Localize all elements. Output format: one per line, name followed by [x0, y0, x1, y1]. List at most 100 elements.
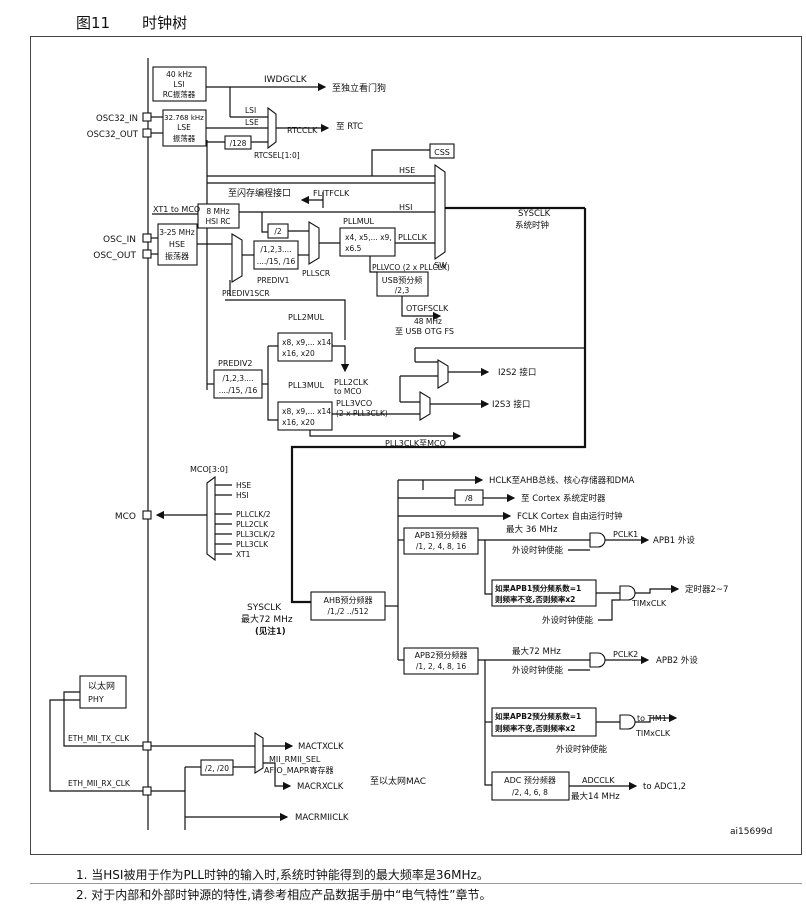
iwdgclk-label: IWDGCLK — [264, 75, 308, 85]
i2s3-dest: I2S3 接口 — [492, 399, 530, 410]
hsi-freq: 8 MHz — [206, 207, 229, 216]
osc-out-label: OSC_OUT — [93, 251, 136, 261]
macrx-line — [263, 762, 292, 791]
eth-sel-reg: AFIO_MAPR寄存器 — [264, 765, 334, 775]
mco-mux — [206, 475, 216, 562]
pll3mul-box — [277, 401, 333, 431]
apb1-enable: 外设时钟使能 — [512, 545, 564, 556]
macrmii-label: MACRMIICLK — [295, 813, 349, 823]
apb2-vals: /1, 2, 4, 8, 16 — [416, 662, 466, 671]
eth-sel: MII_RMII_SEL — [269, 755, 321, 764]
hse-type: 振荡器 — [165, 251, 189, 261]
rtcmux-lsi: LSI — [245, 106, 256, 115]
tim-note1-2: 则频率不变,否则频率x2 — [495, 594, 575, 604]
prediv2-vals-2: ..../15, /16 — [219, 386, 258, 395]
mco-input-label: PLL3CLK — [236, 540, 269, 549]
osc-out-pin — [142, 249, 152, 259]
osc32-out-pin — [142, 128, 152, 138]
figure-number: 图11 — [76, 14, 111, 32]
mco-input-label: PLLCLK/2 — [236, 510, 271, 519]
pll2clk-out — [332, 345, 350, 373]
pll2mul-vals-1: x8, x9,... x14, — [282, 338, 333, 347]
osc-in-label: OSC_IN — [103, 235, 136, 245]
tim-note1-box — [491, 579, 597, 607]
sw-hse: HSE — [399, 166, 415, 175]
prediv1-vals-2: ..../15, /16 — [257, 257, 296, 266]
eth-div-label: /2, /20 — [205, 764, 229, 773]
adc-prescaler — [491, 771, 570, 801]
flitfclk-label: FLITFCLK — [313, 189, 350, 198]
pll2mul-vals-2: x16, x20 — [282, 349, 315, 358]
lse-freq: 32.768 kHz — [164, 114, 204, 122]
flash-dest: 至闪存编程接口 — [228, 187, 291, 199]
i2s2-mux — [437, 359, 449, 389]
eth-phy-label: 以太网 — [88, 680, 115, 692]
fclk-dest: FCLK Cortex 自由运行时钟 — [517, 511, 623, 522]
rx-branch — [151, 790, 186, 830]
lse-label: LSE — [177, 123, 191, 132]
pll3mul-label: PLL3MUL — [288, 381, 325, 390]
usb-prescaler — [376, 271, 429, 297]
timxclk2-line — [635, 713, 678, 723]
systick-dest: 至 Cortex 系统定时器 — [521, 493, 606, 504]
tim-note2-2: 则频率不变,否则频率x2 — [495, 723, 575, 733]
tim-note1-feed — [484, 540, 492, 595]
note-divider — [30, 883, 802, 884]
osc32-in-label: OSC32_IN — [96, 114, 138, 124]
osc32-in-pin — [142, 112, 152, 122]
adc-label: ADC 预分频器 — [504, 775, 556, 785]
mco-label: MCO — [115, 512, 136, 522]
sw-hsi: HSI — [399, 203, 412, 212]
note-1: 1. 当HSI被用于作为PLL时钟的输入时,系统时钟能得到的最大频率是36MHz… — [76, 868, 489, 882]
rtc-dest: 至 RTC — [336, 122, 363, 132]
prediv2-box — [213, 369, 263, 399]
pll2clk-to-mco: to MCO — [334, 387, 362, 396]
pll3mul-vals-1: x8, x9,... x14, — [282, 407, 333, 416]
eth-rx-pin — [142, 786, 152, 796]
mco-input-label: HSI — [236, 491, 249, 500]
en2-wire — [598, 599, 620, 621]
xt1-label: XT1 to MCO — [153, 205, 200, 214]
ahb-vals: /1,/2 ../512 — [328, 607, 369, 616]
macrx-label: MACRXCLK — [297, 782, 344, 792]
pllmul-vals-1: x4, x5,... x9, — [345, 233, 392, 242]
eth-tx-wire — [63, 691, 143, 747]
adc-max: 最大14 MHz — [571, 791, 620, 802]
mco-input-label: HSE — [236, 481, 251, 490]
adc-vals: /2, 4, 6, 8 — [512, 788, 548, 797]
sysclk-cn: 系统时钟 — [515, 220, 549, 231]
eth-tx-pin — [142, 741, 152, 751]
apb2-branch — [484, 660, 492, 786]
apb1-vals: /1, 2, 4, 8, 16 — [416, 542, 466, 551]
div128-label: /128 — [230, 139, 247, 148]
pllmul-vals-2: x6.5 — [345, 244, 362, 253]
mco-input-label: XT1 — [236, 550, 251, 559]
prediv1scr-mux — [231, 233, 243, 283]
apb2-max: 最大72 MHz — [512, 646, 561, 657]
pclk1-label: PCLK1 — [613, 530, 638, 539]
i2s3-mux — [419, 391, 431, 421]
apb2-enable: 外设时钟使能 — [512, 665, 564, 676]
sw-mux — [434, 163, 446, 261]
bus-sysclk-max: 最大72 MHz — [241, 613, 293, 625]
lse-oscillator — [162, 109, 207, 147]
pllclk-label: PLLCLK — [398, 233, 428, 242]
osc-in-pin — [142, 233, 152, 243]
apb1-prescaler — [403, 527, 479, 555]
pclk2-gate — [589, 652, 606, 668]
usb-freq: 48 MHz — [414, 317, 442, 326]
usb-dest: 至 USB OTG FS — [395, 327, 454, 336]
ahb-prescaler — [310, 591, 386, 621]
pll2mul-label: PLL2MUL — [288, 313, 325, 322]
pllvco-wire — [369, 256, 377, 273]
apb1-label: APB1预分频器 — [415, 530, 468, 540]
rtcmux-lse: LSE — [245, 118, 259, 127]
apb2-dest: APB2 外设 — [656, 655, 698, 666]
prediv2-feed — [225, 299, 346, 340]
sw-label: SW — [434, 261, 447, 270]
adcclk-label: ADCCLK — [582, 776, 615, 785]
pll3clk-label: PLL3CLK至MCO — [385, 439, 446, 448]
apb2-prescaler — [403, 647, 479, 675]
bus-sysclk-note: (见注1) — [255, 626, 286, 637]
